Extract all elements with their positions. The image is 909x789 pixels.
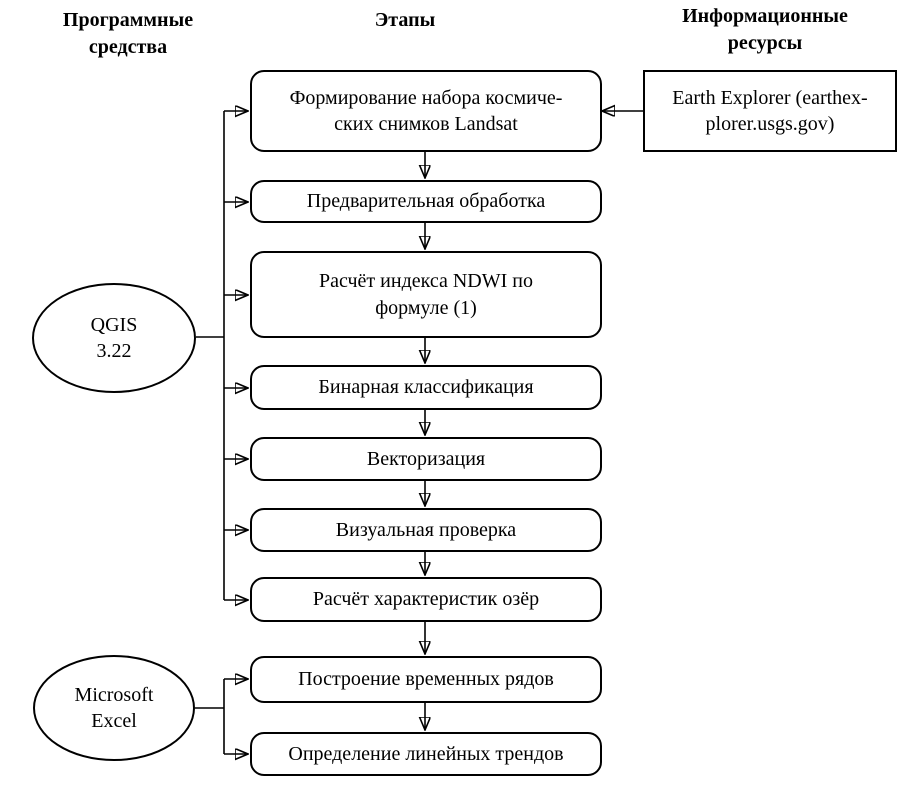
column-header-resources: Информационные ресурсы bbox=[665, 3, 865, 57]
column-header-resources-line1: Информационные bbox=[682, 5, 848, 27]
stage-label: ских снимков Landsat bbox=[334, 113, 518, 135]
stage-label: формуле (1) bbox=[375, 296, 477, 319]
stage-label: Расчёт характеристик озёр bbox=[312, 588, 540, 611]
stage-box-time-series: Построение временных рядов bbox=[250, 656, 602, 703]
software-ellipse-qgis: QGIS 3.22 bbox=[32, 283, 196, 393]
stage-label: Визуальная проверка bbox=[335, 518, 517, 541]
stage-box-ndwi-index: Расчёт индекса NDWI по формуле (1) bbox=[250, 251, 602, 338]
resource-label: Earth Explorer (earthex- bbox=[672, 86, 868, 109]
column-header-stages-label: Этапы bbox=[374, 9, 436, 31]
stage-box-linear-trends: Определение линейных трендов bbox=[250, 732, 602, 776]
stage-label: Векторизация bbox=[366, 447, 486, 470]
stage-label: Определение линейных трендов bbox=[288, 742, 564, 765]
stage-box-binary-classification: Бинарная классификация bbox=[250, 365, 602, 410]
stage-box-preprocessing: Предварительная обработка bbox=[250, 180, 602, 223]
resource-box-earth-explorer: Earth Explorer (earthex- plorer.usgs.gov… bbox=[643, 70, 897, 152]
column-header-software: Программные средства bbox=[28, 7, 228, 61]
software-label: Microsoft bbox=[74, 683, 154, 706]
stage-label: Предварительная обработка bbox=[306, 190, 546, 213]
column-header-resources-line2: ресурсы bbox=[727, 32, 803, 54]
stage-label: Бинарная классификация bbox=[318, 376, 534, 399]
software-ellipse-excel: Microsoft Excel bbox=[33, 655, 195, 761]
stage-label: Расчёт индекса NDWI по bbox=[319, 270, 533, 293]
stage-box-lake-characteristics: Расчёт характеристик озёр bbox=[250, 577, 602, 622]
stage-box-vectorization: Векторизация bbox=[250, 437, 602, 481]
stage-label: Построение временных рядов bbox=[298, 668, 554, 691]
column-header-software-line1: Программные bbox=[62, 9, 194, 31]
stage-label: Формирование набора космиче- bbox=[289, 86, 563, 109]
column-header-stages: Этапы bbox=[345, 7, 465, 34]
software-label: QGIS bbox=[90, 313, 138, 336]
resource-label: plorer.usgs.gov) bbox=[705, 113, 835, 135]
software-label: 3.22 bbox=[96, 340, 132, 362]
column-header-software-line2: средства bbox=[88, 36, 168, 58]
stage-box-visual-check: Визуальная проверка bbox=[250, 508, 602, 552]
software-label: Excel bbox=[91, 710, 137, 732]
stage-box-landsat-collection: Формирование набора космиче- ских снимко… bbox=[250, 70, 602, 152]
